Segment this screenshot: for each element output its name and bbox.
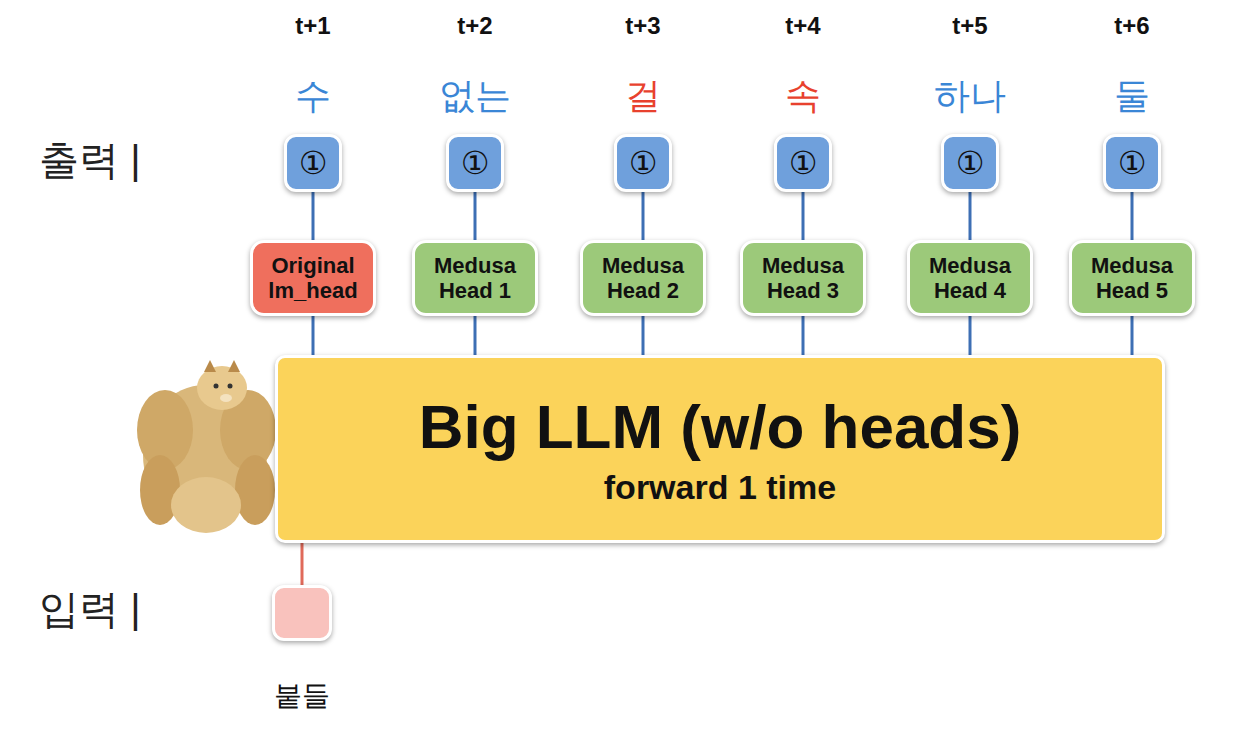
input-token-box: 붙들 xyxy=(272,585,332,641)
time-step: t+6 xyxy=(1114,12,1149,40)
input-token-label: 붙들 xyxy=(274,680,330,712)
connector-line xyxy=(969,192,972,240)
output-token-box: ① xyxy=(284,134,342,192)
medusa-head-box: Medusa Head 1 xyxy=(412,240,538,316)
time-step: t+1 xyxy=(295,12,330,40)
medusa-head-box: Medusa Head 5 xyxy=(1069,240,1195,316)
time-step: t+2 xyxy=(457,12,492,40)
connector-line xyxy=(969,316,972,355)
token-index: ① xyxy=(789,145,818,182)
head-name: Medusa Head 1 xyxy=(421,253,529,304)
time-step: t+4 xyxy=(785,12,820,40)
connector-line xyxy=(474,192,477,240)
output-token: 걸 xyxy=(625,72,661,121)
token-index: ① xyxy=(299,145,328,182)
output-token-box: ① xyxy=(941,134,999,192)
token-index: ① xyxy=(956,145,985,182)
output-token-box: ① xyxy=(774,134,832,192)
head-name: Medusa Head 4 xyxy=(916,253,1024,304)
connector-line xyxy=(802,192,805,240)
output-token: 없는 xyxy=(439,72,511,121)
connector-line xyxy=(1131,316,1134,355)
connector-line xyxy=(474,316,477,355)
output-token-box: ① xyxy=(614,134,672,192)
token-index: ① xyxy=(1118,145,1147,182)
time-step: t+3 xyxy=(625,12,660,40)
output-token: 하나 xyxy=(934,72,1006,121)
muscle-doge xyxy=(137,360,276,533)
llm-box: Big LLM (w/o heads) forward 1 time xyxy=(275,355,1165,543)
llm-title: Big LLM (w/o heads) xyxy=(419,391,1022,462)
output-token: 수 xyxy=(295,72,331,121)
medusa-head-box: Medusa Head 4 xyxy=(907,240,1033,316)
llm-subtitle: forward 1 time xyxy=(604,468,836,507)
head-name: Medusa Head 3 xyxy=(749,253,857,304)
connector-line xyxy=(301,543,304,585)
token-index: ① xyxy=(629,145,658,182)
connector-line xyxy=(802,316,805,355)
connector-line xyxy=(312,316,315,355)
output-token-box: ① xyxy=(446,134,504,192)
output-row-label: 출력 | xyxy=(39,133,141,188)
connector-line xyxy=(1131,192,1134,240)
head-name: Medusa Head 2 xyxy=(589,253,697,304)
output-token: 둘 xyxy=(1114,72,1150,121)
token-index: ① xyxy=(461,145,490,182)
input-row-label: 입력 | xyxy=(39,582,141,637)
lm-head-box: Original lm_head xyxy=(250,240,376,316)
connector-line xyxy=(312,192,315,240)
head-name: Medusa Head 5 xyxy=(1078,253,1186,304)
connector-line xyxy=(642,316,645,355)
medusa-head-box: Medusa Head 3 xyxy=(740,240,866,316)
connector-line xyxy=(642,192,645,240)
output-token-box: ① xyxy=(1103,134,1161,192)
output-token: 속 xyxy=(785,72,821,121)
time-step: t+5 xyxy=(952,12,987,40)
head-name: Original lm_head xyxy=(259,253,367,304)
medusa-head-box: Medusa Head 2 xyxy=(580,240,706,316)
